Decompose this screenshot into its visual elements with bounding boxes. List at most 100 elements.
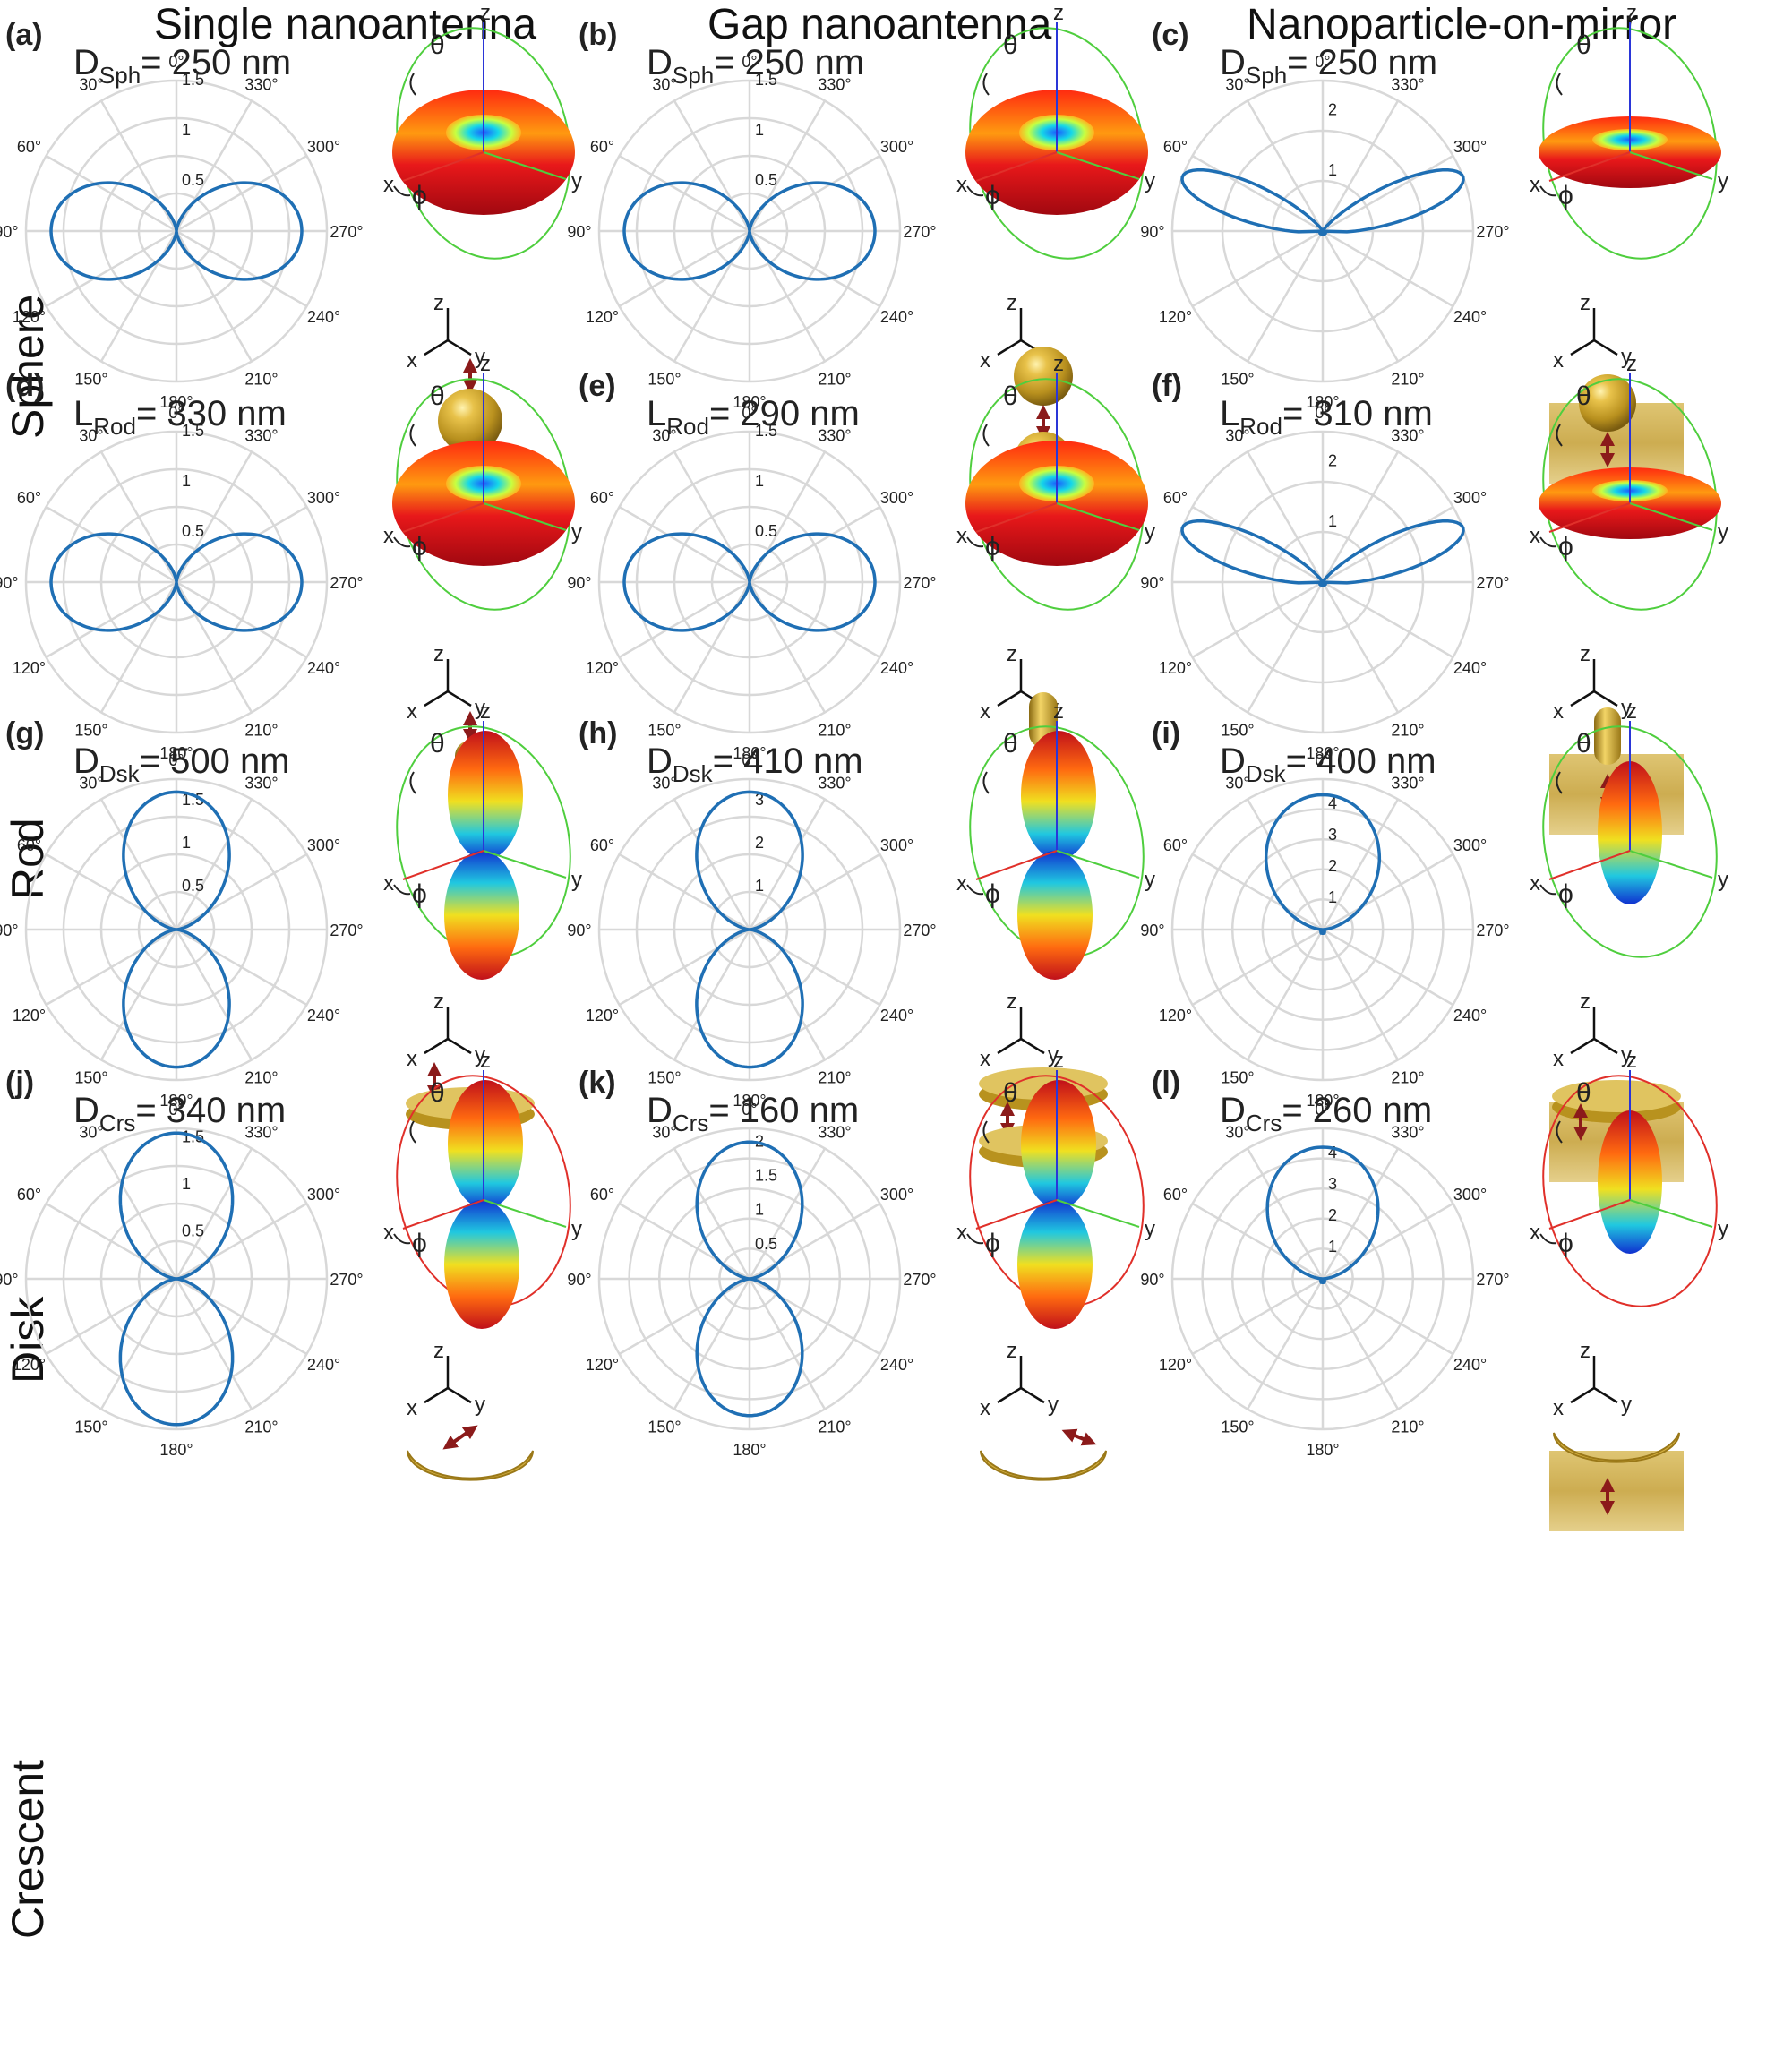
panel-k: (k)DCrs= 160 nm0°30°60°90°120°150°180°21… <box>567 1049 1155 1481</box>
parameter-label: LRod= 330 nm <box>73 394 287 440</box>
triad-x <box>1570 1037 1595 1055</box>
angle-label: 240° <box>880 1007 913 1024</box>
y-axis-label: y <box>571 1217 582 1241</box>
angle-label: 180° <box>733 393 766 411</box>
triad-y-label: y <box>1621 345 1632 369</box>
radiation-pattern-curve <box>118 1131 235 1427</box>
angle-label: 90° <box>0 922 19 939</box>
angle-label: 120° <box>586 1356 619 1374</box>
triad-z-label: z <box>1007 291 1017 315</box>
angle-label: 180° <box>733 1092 766 1110</box>
y-axis-label: y <box>1718 1217 1728 1241</box>
angle-label: 150° <box>647 1419 681 1436</box>
polar-grid <box>597 777 902 1082</box>
grid-spoke <box>1322 229 1454 308</box>
grid-spoke <box>176 580 308 659</box>
grid-spoke <box>673 929 751 1061</box>
grid-spoke <box>748 1278 827 1410</box>
grid-spoke <box>1322 928 1454 1007</box>
upper-lobe <box>1021 1080 1096 1209</box>
grid-spoke <box>618 853 750 931</box>
angle-label: 210° <box>244 371 278 389</box>
angle-label: 210° <box>818 722 851 740</box>
y-axis-label: y <box>571 868 582 892</box>
triad-x-label: x <box>980 1396 990 1420</box>
angle-label: 90° <box>567 223 591 241</box>
triad-x-label: x <box>407 1047 417 1071</box>
z-axis-label: z <box>480 1049 491 1073</box>
triad-z-label: z <box>433 990 444 1014</box>
grid-spoke <box>99 798 178 930</box>
grid-spoke <box>1321 99 1400 232</box>
y-axis-label: y <box>1145 868 1155 892</box>
coordinate-triad <box>1570 1007 1618 1055</box>
radial-tick-label: 0.5 <box>755 522 777 540</box>
grid-spoke <box>1246 798 1325 930</box>
triad-y <box>1593 339 1618 356</box>
triad-x-label: x <box>407 348 417 373</box>
y-axis <box>483 850 567 879</box>
radial-tick-label: 1 <box>755 472 764 490</box>
theta-arrow <box>1556 73 1563 96</box>
panel-e: (e)LRod= 290 nm0°30°60°90°120°150°180°21… <box>567 352 1155 846</box>
grid-spoke <box>1321 450 1400 583</box>
triad-x <box>997 1037 1022 1055</box>
angle-label: 180° <box>159 393 193 411</box>
angle-label: 120° <box>586 659 619 677</box>
grid-spoke <box>748 230 827 363</box>
parameter-label: DDsk= 400 nm <box>1220 742 1436 787</box>
triad-y-label: y <box>1621 1393 1632 1417</box>
grid-spoke <box>1322 505 1454 584</box>
triad-y <box>1593 1386 1618 1404</box>
angle-label: 210° <box>244 1419 278 1436</box>
angle-label: 330° <box>818 1123 851 1141</box>
angle-label: 270° <box>903 574 936 592</box>
radial-tick-label: 1 <box>1328 512 1337 530</box>
coordinate-triad <box>424 1356 472 1404</box>
x-axis-label: x <box>956 871 967 896</box>
gold-crescent <box>407 1450 534 1481</box>
angle-label: 240° <box>880 1356 913 1374</box>
triad-z-label: z <box>1580 1339 1591 1363</box>
panel-f: (f)LRod= 310 nm0°30°60°90°120°150°180°21… <box>1140 352 1728 835</box>
grid-spoke <box>749 1277 881 1356</box>
grid-spoke <box>99 929 178 1061</box>
column-header-gap: Gap nanoantenna <box>707 1 1052 48</box>
angle-label: 90° <box>567 922 591 939</box>
grid-spoke <box>175 1278 253 1410</box>
y-axis <box>1056 1199 1140 1228</box>
phi-arrow <box>393 185 411 197</box>
angle-label: 30° <box>1225 1123 1249 1141</box>
panel-j: (j)DCrs= 340 nm0°30°60°90°120°150°180°21… <box>0 1049 582 1481</box>
angle-label: 300° <box>1453 1186 1487 1204</box>
radial-tick-label: 1 <box>182 121 191 139</box>
phi-arrow <box>1539 536 1557 548</box>
radial-tick-label: 1.5 <box>182 422 204 440</box>
x-axis-label: x <box>383 173 394 197</box>
y-axis-label: y <box>1145 1217 1155 1241</box>
gold-sphere <box>438 389 502 453</box>
radial-tick-label: 1 <box>182 472 191 490</box>
theta-symbol: θ <box>1576 729 1591 759</box>
z-axis-label: z <box>1053 699 1064 724</box>
parameter-label: LRod= 290 nm <box>647 394 860 440</box>
phi-arrow <box>1539 1233 1557 1245</box>
angle-label: 120° <box>13 1007 46 1024</box>
grid-spoke <box>175 929 253 1061</box>
x-axis <box>975 502 1058 533</box>
grid-spoke <box>45 853 177 931</box>
triad-x <box>997 690 1022 707</box>
grid-spoke <box>1322 580 1454 659</box>
radiation-pattern-curve <box>1264 793 1382 935</box>
coordinate-triad <box>997 1007 1045 1055</box>
theta-symbol: θ <box>1003 1078 1018 1108</box>
radial-tick-label: 1 <box>1328 1238 1337 1256</box>
z-axis-label: z <box>480 1 491 25</box>
theta-symbol: θ <box>430 729 445 759</box>
angle-label: 240° <box>880 659 913 677</box>
grid-spoke <box>749 229 881 308</box>
angle-label: 270° <box>330 1271 363 1289</box>
